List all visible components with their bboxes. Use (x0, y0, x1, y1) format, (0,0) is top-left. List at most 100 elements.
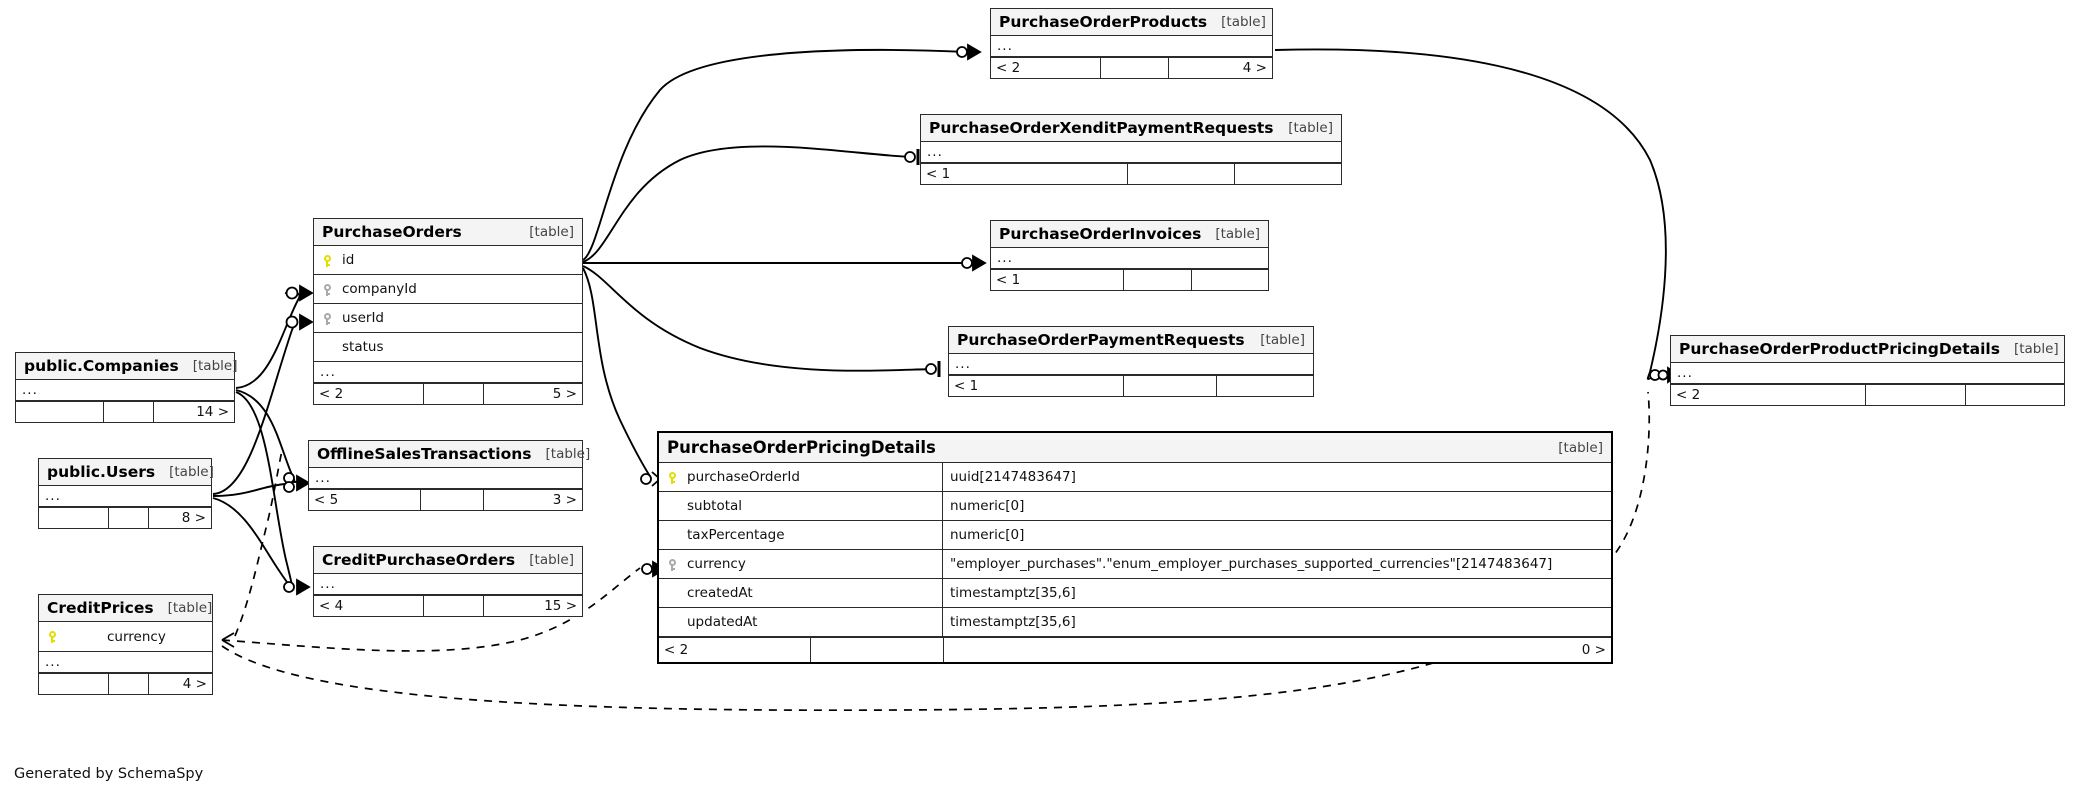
table-tag: [table] (545, 446, 591, 462)
footer-right: 8 > (181, 510, 206, 526)
footer-right: 15 > (544, 598, 577, 614)
table-tag: [table] (192, 358, 238, 374)
table-title: CreditPurchaseOrders (322, 551, 516, 569)
table-header: OfflineSalesTransactions [table] (309, 441, 590, 468)
table-title: PurchaseOrders (322, 223, 462, 241)
table-row[interactable]: userId (314, 304, 582, 333)
footer-right: 14 > (196, 404, 229, 420)
footer-mid (109, 674, 149, 694)
ellipsis-label: ... (927, 144, 943, 160)
footer-left: < 4 (314, 596, 424, 616)
footer-left (16, 402, 104, 422)
table-header: PurchaseOrderXenditPaymentRequests [tabl… (921, 115, 1341, 142)
column-name: updatedAt (687, 614, 758, 630)
table-tag: [table] (529, 552, 574, 568)
table-header: public.Companies [table] (16, 353, 237, 380)
ellipsis-label: ... (45, 654, 61, 670)
table-header: PurchaseOrderProductPricingDetails [tabl… (1671, 336, 2064, 363)
ellipsis-label: ... (315, 470, 331, 486)
footer-left: < 1 (949, 376, 1124, 396)
table-ellipsis-row: ... (309, 468, 582, 489)
ellipsis-label: ... (1677, 365, 1693, 381)
ellipsis-label: ... (955, 356, 971, 372)
table-footer: < 2 5 > (314, 383, 582, 404)
table-row[interactable]: taxPercentage numeric[0] (659, 521, 1611, 550)
column-name: status (342, 339, 384, 355)
table-tag: [table] (1558, 439, 1603, 456)
table-row[interactable]: currency "employer_purchases"."enum_empl… (659, 550, 1611, 579)
table-footer: < 1 (921, 163, 1341, 184)
table-tag: [table] (1288, 120, 1333, 136)
footer-left: < 1 (991, 270, 1124, 290)
ellipsis-label: ... (997, 38, 1013, 54)
table-title: PurchaseOrderProducts (999, 13, 1208, 31)
table-ellipsis-row: ... (991, 36, 1272, 57)
footer-mid (811, 638, 944, 662)
table-row[interactable]: companyId (314, 275, 582, 304)
table-tag: [table] (1260, 332, 1305, 348)
footer-mid (1101, 58, 1169, 78)
table-title: public.Companies (24, 357, 179, 375)
table-header: CreditPurchaseOrders [table] (314, 547, 582, 574)
table-purchase-order-xendit-payment-requests[interactable]: PurchaseOrderXenditPaymentRequests [tabl… (920, 114, 1342, 185)
table-row[interactable]: status (314, 333, 582, 362)
table-footer: < 5 3 > (309, 489, 582, 510)
table-purchase-order-payment-requests[interactable]: PurchaseOrderPaymentRequests [table] ...… (948, 326, 1314, 397)
column-name: userId (342, 310, 384, 326)
table-purchase-order-invoices[interactable]: PurchaseOrderInvoices [table] ... < 1 (990, 220, 1269, 291)
table-tag: [table] (169, 464, 214, 480)
table-ellipsis-row: ... (314, 574, 582, 595)
ellipsis-label: ... (320, 364, 336, 380)
footer-mid (421, 490, 484, 510)
footer-right (1217, 376, 1313, 396)
table-purchase-order-products[interactable]: PurchaseOrderProducts [table] ... < 2 4 … (990, 8, 1273, 79)
table-tag: [table] (2013, 341, 2059, 357)
column-type: numeric[0] (942, 521, 1611, 549)
table-row[interactable]: updatedAt timestamptz[35,6] (659, 608, 1611, 637)
table-purchase-order-pricing-details[interactable]: PurchaseOrderPricingDetails [table] purc… (657, 431, 1613, 664)
table-row[interactable]: createdAt timestamptz[35,6] (659, 579, 1611, 608)
column-name: id (342, 252, 355, 268)
table-header: PurchaseOrderInvoices [table] (991, 221, 1268, 248)
table-footer: 4 > (39, 673, 212, 694)
table-footer: 8 > (39, 507, 211, 528)
table-ellipsis-row: ... (314, 362, 582, 383)
table-header: public.Users [table] (39, 459, 214, 486)
footer-left (39, 508, 109, 528)
column-name: createdAt (687, 585, 753, 601)
table-public-companies[interactable]: public.Companies [table] ... 14 > (15, 352, 237, 423)
column-name: companyId (342, 281, 417, 297)
footer-mid (1124, 376, 1217, 396)
foreign-key-icon (320, 281, 336, 297)
table-footer: < 4 15 > (314, 595, 582, 616)
table-row[interactable]: purchaseOrderId uuid[2147483647] (659, 463, 1611, 492)
table-public-users[interactable]: public.Users [table] ... 8 > (38, 458, 214, 529)
foreign-key-icon (320, 310, 336, 326)
footer-right: 3 > (552, 492, 577, 508)
table-header: PurchaseOrderPaymentRequests [table] (949, 327, 1313, 354)
ellipsis-label: ... (22, 382, 38, 398)
table-ellipsis-row: ... (39, 652, 212, 673)
table-title: OfflineSalesTransactions (317, 445, 532, 463)
table-title: public.Users (47, 463, 156, 481)
footer-right: 4 > (1242, 60, 1267, 76)
table-offline-sales-transactions[interactable]: OfflineSalesTransactions [table] ... < 5… (308, 440, 590, 511)
table-header: PurchaseOrderPricingDetails [table] (659, 433, 1611, 463)
table-purchase-orders[interactable]: PurchaseOrders [table] id companyId user… (313, 218, 583, 405)
table-row[interactable]: currency (39, 622, 212, 652)
table-credit-prices[interactable]: CreditPrices [table] currency ... 4 > (38, 594, 213, 695)
table-title: PurchaseOrderPricingDetails (667, 438, 936, 457)
footer-mid (424, 384, 484, 404)
footer-right: 4 > (182, 676, 207, 692)
table-purchase-order-product-pricing-details[interactable]: PurchaseOrderProductPricingDetails [tabl… (1670, 335, 2065, 406)
footer-mid (424, 596, 484, 616)
table-title: PurchaseOrderPaymentRequests (957, 331, 1245, 349)
table-title: PurchaseOrderInvoices (999, 225, 1202, 243)
table-row[interactable]: id (314, 246, 582, 275)
table-row[interactable]: subtotal numeric[0] (659, 492, 1611, 521)
column-name: currency (107, 628, 166, 645)
foreign-key-icon (665, 556, 681, 572)
table-footer: < 2 (1671, 384, 2064, 405)
table-credit-purchase-orders[interactable]: CreditPurchaseOrders [table] ... < 4 15 … (313, 546, 583, 617)
